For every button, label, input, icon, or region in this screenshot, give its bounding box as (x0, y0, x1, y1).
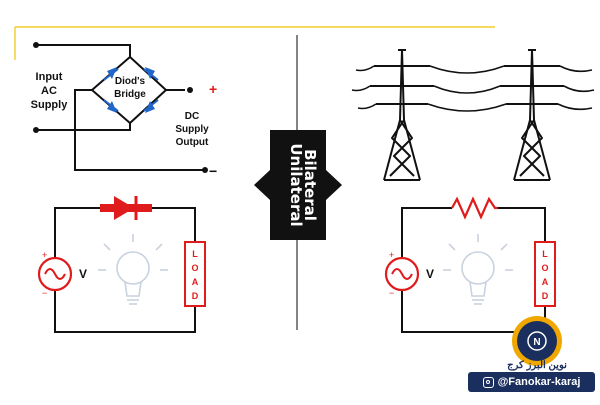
source-plus: + (389, 250, 394, 260)
right-circuit-wires (401, 207, 546, 333)
input-label-line: AC (41, 85, 57, 97)
voltage-label: V (426, 267, 434, 281)
source-plus: + (42, 250, 47, 260)
left-circuit-wires (54, 207, 196, 333)
load-letter: A (192, 277, 199, 287)
minus-sign: − (209, 163, 217, 179)
diode-icon (114, 196, 134, 220)
load-letter: A (542, 277, 549, 287)
load-letter: L (542, 249, 548, 259)
bilateral-label: Bilateral (301, 149, 319, 221)
source-minus: − (389, 288, 394, 298)
bridge-label-line: Bridge (114, 89, 146, 100)
lightbulb-icon (443, 234, 513, 305)
load-letter: D (192, 291, 199, 301)
source-minus: − (42, 288, 47, 298)
center-label: Bilateral Unilateral (254, 130, 342, 240)
load-letter: D (542, 291, 549, 301)
output-terminal-minus (202, 167, 208, 173)
ac-wave (391, 268, 413, 280)
output-label-line: Supply (175, 124, 209, 135)
output-terminal-plus (187, 87, 193, 93)
ac-wave (44, 268, 66, 280)
diode-icon (143, 99, 159, 112)
brand-name: نوین البرز کرج (507, 360, 567, 371)
diode-icon (103, 99, 119, 112)
svg-text:N: N (533, 337, 540, 348)
output-label-line: Output (176, 137, 209, 148)
brand-handle-badge[interactable]: @Fanokar-karaj (468, 372, 595, 392)
input-terminal-top (33, 42, 39, 48)
right-arrow (326, 170, 342, 200)
bridge-label-line: Diod's (115, 76, 146, 87)
load-letter: L (192, 249, 198, 259)
diode-icon (103, 68, 119, 81)
transmission-tower-icon (500, 49, 564, 181)
load-box (534, 241, 556, 307)
output-label-line: DC (185, 111, 199, 122)
load-letter: O (191, 263, 198, 273)
load-letter: O (541, 263, 548, 273)
resistor-icon (451, 196, 498, 220)
diode-icon (143, 68, 159, 81)
input-terminal-bottom (33, 127, 39, 133)
voltage-label: V (79, 267, 87, 281)
plus-sign: + (209, 81, 217, 97)
transmission-tower-icon (370, 49, 434, 181)
lightbulb-icon (98, 234, 168, 305)
label-box (270, 130, 326, 240)
load-box (184, 241, 206, 307)
brand-handle: @Fanokar-karaj (497, 376, 581, 388)
input-label-line: Supply (31, 99, 69, 111)
input-label-line: Input (36, 71, 63, 83)
left-arrow (254, 170, 270, 200)
power-lines (351, 65, 595, 112)
gear-logo-icon: N (512, 316, 562, 366)
unilateral-label: Unilateral (287, 143, 305, 226)
instagram-icon (482, 376, 494, 388)
